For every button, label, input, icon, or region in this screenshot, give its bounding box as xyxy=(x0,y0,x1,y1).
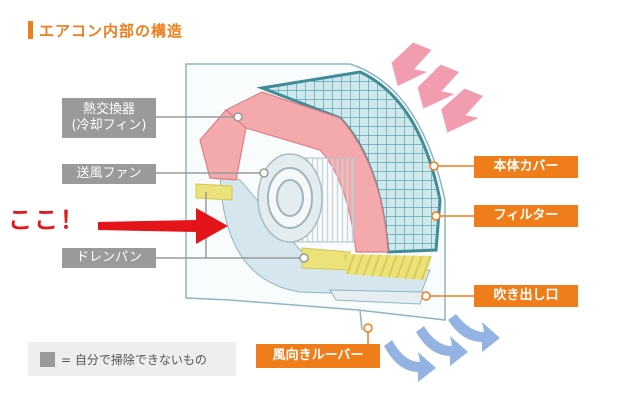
outflow-arrow xyxy=(384,340,436,382)
label-heat-exchanger: 熱交換器 (冷却フィン) xyxy=(62,98,156,138)
label-filter: フィルター xyxy=(474,205,578,227)
outlet-shape xyxy=(329,289,425,305)
callout-arrow xyxy=(98,208,228,244)
leader-dot xyxy=(421,291,431,301)
fan-shape xyxy=(257,153,355,243)
title-text: エアコン内部の構造 xyxy=(39,21,184,40)
intake-arrow xyxy=(417,64,460,109)
leader-dot xyxy=(233,112,243,122)
label-fan: 送風ファン xyxy=(62,164,156,184)
legend-text: = 自分で掃除できないもの xyxy=(61,352,207,367)
outflow-arrow xyxy=(448,314,500,352)
intake-arrow xyxy=(441,88,484,133)
legend-grey-swatch xyxy=(40,351,55,367)
orange-leader-lines xyxy=(363,161,474,344)
label-outlet: 吹き出し口 xyxy=(474,285,578,307)
leader-dot xyxy=(259,168,269,178)
air-outflow-arrows xyxy=(384,314,500,382)
label-louver: 風向きルーバー xyxy=(256,344,380,368)
outflow-arrow xyxy=(416,326,468,366)
label-heat-exchanger-line1: 熱交換器 xyxy=(82,102,135,117)
title-accent-bar xyxy=(28,21,33,39)
label-drain-pan: ドレンパン xyxy=(62,248,156,268)
legend: = 自分で掃除できないもの xyxy=(28,342,236,376)
page-title: エアコン内部の構造 xyxy=(28,20,183,40)
drain-pan-shapes xyxy=(195,183,432,280)
leader-lines xyxy=(156,112,309,263)
leader-dot xyxy=(363,323,373,333)
intake-arrow xyxy=(391,42,432,86)
leader-dot xyxy=(431,211,441,221)
leader-dot xyxy=(429,161,439,171)
label-body-cover: 本体カバー xyxy=(474,156,578,178)
air-intake-arrows xyxy=(391,42,484,133)
leader-dot xyxy=(299,253,309,263)
label-heat-exchanger-line2: (冷却フィン) xyxy=(71,118,147,133)
callout-text: ここ！ xyxy=(8,206,86,234)
